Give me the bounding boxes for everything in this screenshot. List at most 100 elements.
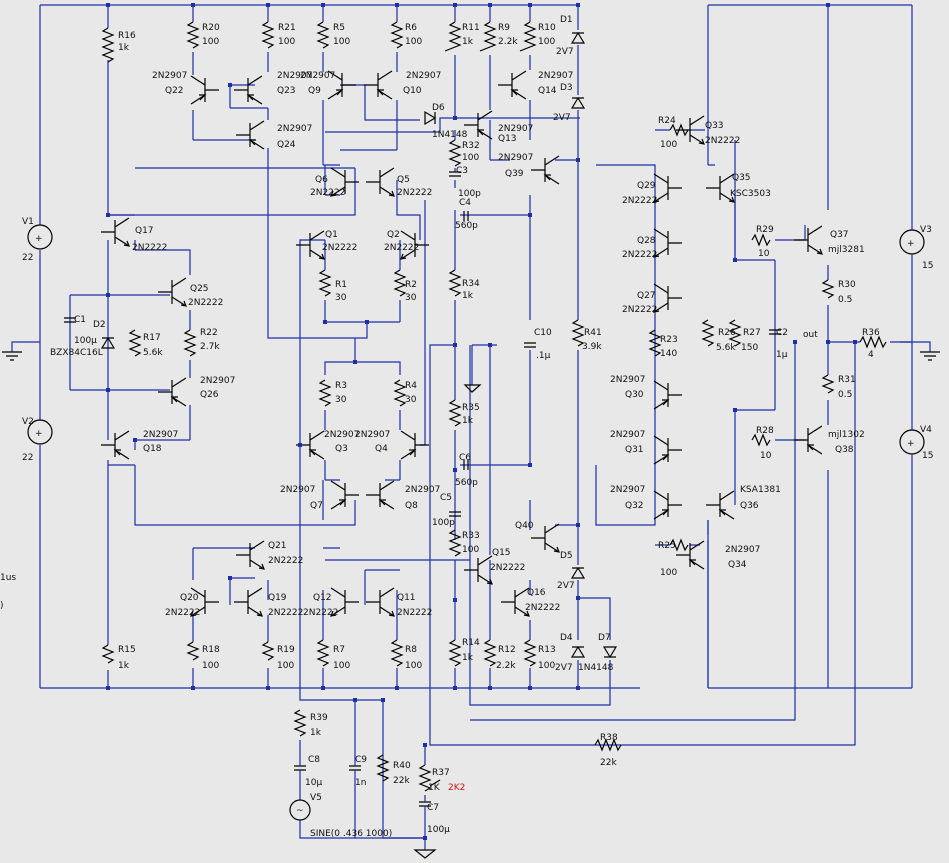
label-q25m: 2N2222 <box>188 298 223 308</box>
capacitors <box>64 171 781 850</box>
junction-dot <box>106 213 110 217</box>
label-c9v: 1n <box>355 778 366 788</box>
resistors <box>101 21 887 792</box>
label-r9v: 2.2k <box>498 37 518 47</box>
label-r12v: 2.2k <box>496 661 516 671</box>
transistor-q20 <box>190 587 219 617</box>
label-r13v: 100 <box>538 661 555 671</box>
junction-dot <box>453 343 457 347</box>
label-r25v: 100 <box>660 568 677 578</box>
label-r3: R3 <box>335 381 347 391</box>
junction-dot <box>106 293 110 297</box>
label-q30: Q30 <box>625 390 644 400</box>
label-r18: R18 <box>202 645 220 655</box>
label-v1: V1 <box>22 217 34 227</box>
label-q33m: 2N2222 <box>705 136 740 146</box>
svg-text:+: + <box>907 239 915 249</box>
junction-dot <box>423 743 427 747</box>
junction-dot <box>381 698 385 702</box>
transistor-q8 <box>366 480 395 510</box>
R5 <box>316 21 330 49</box>
R12 <box>483 639 497 667</box>
label-r31v: 0.5 <box>838 390 852 400</box>
label-v4v: 15 <box>922 451 933 461</box>
D5 <box>570 566 586 579</box>
transistor-q9 <box>327 70 356 100</box>
label-c7: C7 <box>427 803 439 813</box>
R6 <box>390 21 404 49</box>
label-q27m: 2N2222 <box>622 305 657 315</box>
transistor-q18 <box>101 430 130 460</box>
label-q28m: 2N2222 <box>622 250 657 260</box>
label-q34m: 2N2907 <box>725 545 760 555</box>
junction-dot <box>353 698 357 702</box>
label-q29m: 2N2222 <box>622 196 657 206</box>
junction-dot <box>453 3 457 7</box>
label-d2: D2 <box>93 320 106 330</box>
label-q33: Q33 <box>705 121 724 131</box>
label-c10v: .1µ <box>536 351 551 361</box>
R8 <box>390 639 404 667</box>
R38 <box>594 738 622 752</box>
label-r31: R31 <box>838 375 856 385</box>
label-r8v: 100 <box>405 661 422 671</box>
label-c10: C10 <box>534 328 552 338</box>
junction-dot <box>191 3 195 7</box>
label-d7v: 1N4148 <box>578 663 614 673</box>
label-v2: V2 <box>22 417 34 427</box>
junction-dot <box>106 686 110 690</box>
label-r32: R32 <box>462 141 480 151</box>
C6 <box>463 460 469 470</box>
label-r4v: 30 <box>405 395 417 405</box>
C1 <box>64 317 76 323</box>
transistor-q23 <box>234 75 263 105</box>
label-q1m: 2N2222 <box>322 243 357 253</box>
label-r39v: 1k <box>310 728 322 738</box>
junction-dot <box>298 443 302 447</box>
junction-dot <box>423 836 427 840</box>
label-r2v: 30 <box>405 293 417 303</box>
label-r1: R1 <box>335 280 347 290</box>
R21 <box>261 21 275 49</box>
R3 <box>318 379 332 407</box>
label-q8: Q8 <box>405 501 418 511</box>
label-r40v: 22k <box>393 776 410 786</box>
transistor-q4 <box>400 430 429 460</box>
R31 <box>821 374 835 394</box>
transistor-q16 <box>501 587 530 617</box>
label-r32v: 100 <box>462 153 479 163</box>
R26 <box>701 319 715 347</box>
label-r19: R19 <box>277 645 295 655</box>
junction-dot <box>576 158 580 162</box>
label-r22v: 2.7k <box>200 342 220 352</box>
D3 <box>570 96 586 109</box>
sources: + + + + ~ <box>2 224 940 859</box>
label-q24m: 2N2907 <box>277 124 312 134</box>
supply-rails <box>11 4 931 689</box>
label-q16: Q16 <box>527 588 546 598</box>
R16 <box>101 27 115 63</box>
label-r15v: 1k <box>118 661 130 671</box>
R27 <box>728 319 742 347</box>
transistors <box>101 70 823 617</box>
junction-dot <box>528 686 532 690</box>
label-q29: Q29 <box>637 181 656 191</box>
label-q8m: 2N2907 <box>405 485 440 495</box>
label-r11: R11 <box>462 23 480 33</box>
transistor-q15 <box>464 555 493 585</box>
label-edge2: ) <box>0 601 4 611</box>
transistor-q31 <box>653 435 682 465</box>
junction-dot <box>528 3 532 7</box>
junction-dot <box>323 320 327 324</box>
transistor-q13 <box>464 110 493 140</box>
transistor-q26 <box>158 377 187 407</box>
junction-dot <box>733 408 737 412</box>
junction-dot <box>228 576 232 580</box>
label-q6: Q6 <box>315 175 328 185</box>
R4 <box>393 379 407 407</box>
R36 <box>859 335 887 349</box>
label-q13: Q13 <box>498 134 517 144</box>
label-r36v: 4 <box>868 350 874 360</box>
R29 <box>751 233 771 247</box>
